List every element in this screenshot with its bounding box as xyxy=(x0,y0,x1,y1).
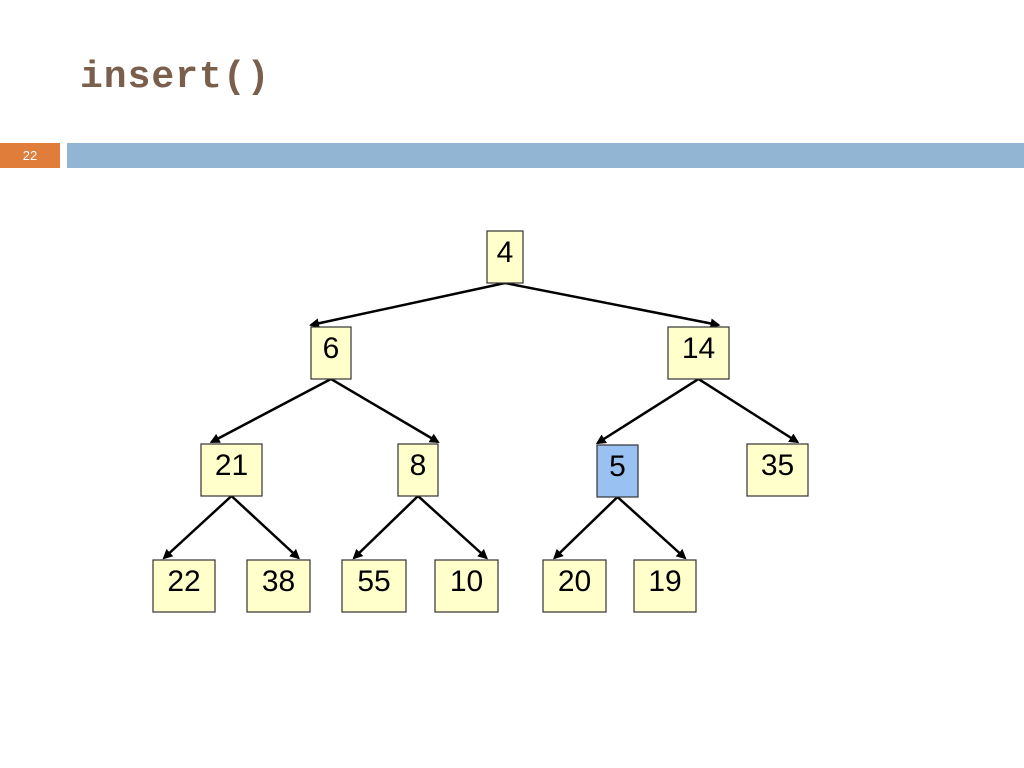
node-value: 14 xyxy=(682,332,715,365)
node-value: 4 xyxy=(497,236,514,269)
title-bar xyxy=(67,143,1024,168)
node-value: 19 xyxy=(648,565,681,598)
heap-node: 35 xyxy=(746,443,809,497)
node-box xyxy=(746,443,809,497)
heap-node: 38 xyxy=(246,559,311,613)
edge-arrow-6-to-21 xyxy=(209,377,332,444)
edge-arrow-5-to-19 xyxy=(616,496,687,560)
edge-arrow-21-to-22 xyxy=(162,495,233,560)
heap-node: 19 xyxy=(633,559,697,613)
heap-node: 21 xyxy=(200,443,263,497)
page-number: 22 xyxy=(0,143,60,168)
node-value: 20 xyxy=(558,565,591,598)
node-box xyxy=(200,443,263,497)
heap-node: 14 xyxy=(667,326,730,380)
heap-node: 6 xyxy=(310,326,352,380)
slide-title: insert() xyxy=(80,56,271,99)
heap-node: 10 xyxy=(434,559,499,613)
heap-node-highlighted: 5 xyxy=(596,444,639,498)
heap-node: 20 xyxy=(542,559,607,613)
heap-node: 4 xyxy=(486,230,524,284)
edge-arrow-5-to-20 xyxy=(553,496,619,560)
node-box xyxy=(152,559,216,613)
node-value: 38 xyxy=(262,565,295,598)
node-box xyxy=(310,326,352,380)
node-box xyxy=(434,559,499,613)
node-box xyxy=(596,444,639,498)
node-value: 6 xyxy=(323,332,340,365)
edge-arrow-8-to-10 xyxy=(417,495,488,560)
edge-arrow-14-to-35 xyxy=(697,377,800,444)
heap-node: 55 xyxy=(341,559,407,613)
edge-arrow-14-to-5 xyxy=(595,377,700,445)
nodes-layer: 4 6 14 21 8 5 35 22 38 55 10 20 19 xyxy=(152,230,809,613)
node-value: 35 xyxy=(761,449,794,482)
node-box xyxy=(486,230,524,284)
edge-arrow-6-to-8 xyxy=(330,377,440,444)
node-value: 8 xyxy=(410,449,427,482)
node-box xyxy=(341,559,407,613)
node-value: 10 xyxy=(450,565,483,598)
node-box xyxy=(633,559,697,613)
node-value: 5 xyxy=(609,450,626,483)
edge-arrow-4-to-6 xyxy=(309,281,506,329)
node-value: 55 xyxy=(357,565,390,598)
node-box xyxy=(542,559,607,613)
heap-node: 8 xyxy=(397,443,439,497)
node-value: 21 xyxy=(215,449,248,482)
edges-layer xyxy=(162,281,800,560)
edge-arrow-8-to-55 xyxy=(352,495,419,560)
node-box xyxy=(397,443,439,497)
node-box xyxy=(246,559,311,613)
heap-node: 22 xyxy=(152,559,216,613)
edge-arrow-4-to-14 xyxy=(504,281,721,329)
node-value: 22 xyxy=(167,565,200,598)
edge-arrow-21-to-38 xyxy=(230,495,300,560)
node-box xyxy=(667,326,730,380)
